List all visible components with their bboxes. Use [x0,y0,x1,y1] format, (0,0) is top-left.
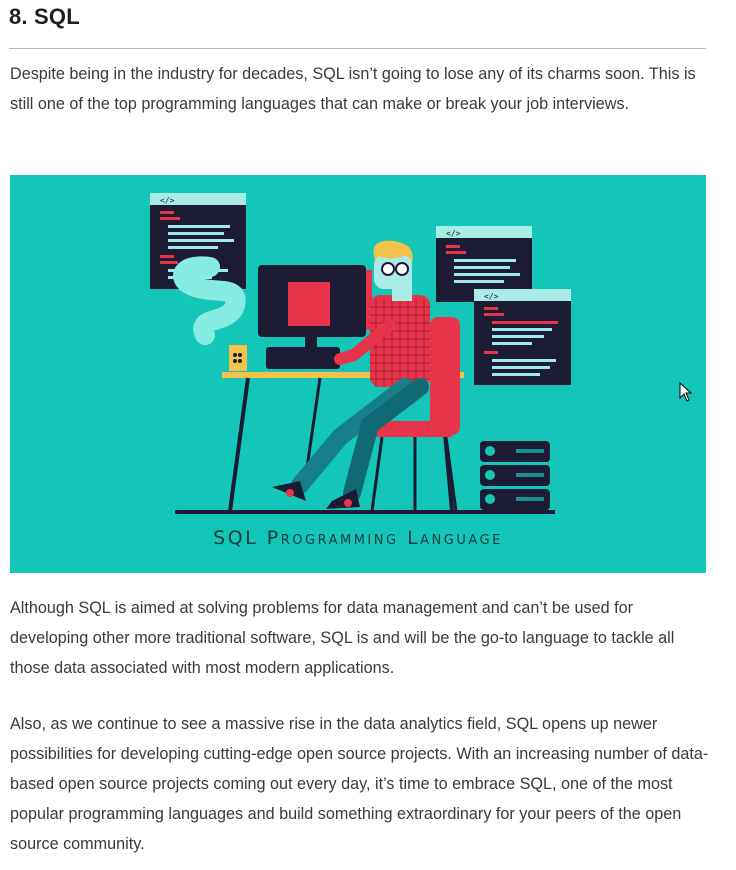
illustration-artwork: </> [150,193,571,514]
mouse-pointer-icon [679,381,693,407]
body-paragraph-2: Also, as we continue to see a massive ri… [10,715,709,853]
illustration-caption: SQL Programming Language [213,527,503,549]
desk-top [222,372,464,378]
coffee-mug [229,345,247,371]
sql-illustration: </> [10,175,706,573]
code-tag-label-2: </> [446,229,461,238]
intro-paragraph: Despite being in the industry for decade… [10,65,696,113]
code-tag-label-1: </> [160,196,175,205]
body-paragraph-1: Although SQL is aimed at solving problem… [10,599,675,677]
monitor [258,265,372,369]
programmer-figure [272,240,430,509]
server-rack [480,441,550,510]
code-tag-label-3: </> [484,292,499,301]
code-window-right: </> [474,289,571,385]
heading-divider [9,48,706,49]
section-heading: 8. SQL [9,4,80,29]
chair [370,317,460,512]
